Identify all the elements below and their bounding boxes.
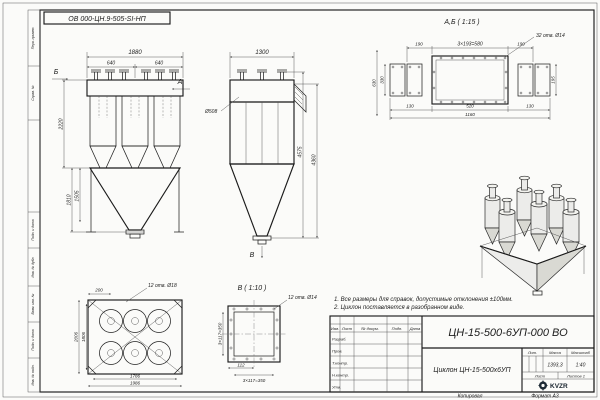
side-view: 1300 Ø508 4575 4360 В	[204, 50, 319, 259]
view-arrow-b-label: Б	[54, 69, 59, 76]
dim-1786: 1786	[130, 374, 141, 379]
dim-190-right: 190	[517, 42, 525, 47]
sheets-label: Листов 1	[566, 374, 585, 379]
col-izm: Изм.	[331, 326, 340, 331]
dim-2006: 2006	[74, 331, 79, 343]
notes: 1. Все размеры для справок, допустимые о…	[333, 297, 513, 311]
part-name: Циклон ЦН-15-500х6УП	[433, 367, 511, 374]
dim-130-left: 130	[406, 104, 414, 109]
top-stamp-box	[43, 11, 171, 25]
section-ab-view: А,Б ( 1:15 ) 190 3×193=580 190	[372, 19, 565, 120]
dim-112: 112	[237, 363, 245, 368]
lit-label: Лит.	[527, 350, 537, 355]
note-line-1: 1. Все размеры для справок, допустимые о…	[334, 297, 513, 303]
view-arrow-a-label: А	[177, 79, 183, 86]
side-manifold	[229, 79, 295, 103]
view-arrow-v-label: В	[250, 252, 255, 259]
margin-label: Взам. инв. №	[31, 293, 35, 314]
logo-text: KVZR	[550, 383, 568, 390]
company-logo: KVZR	[538, 380, 568, 391]
row-tkontr: Т.контр.	[332, 361, 348, 366]
dim-pitch: 3×193=580	[457, 42, 483, 48]
margin-label: Подп. и дата	[31, 219, 35, 240]
flange-pitch-left: 3×117=350	[218, 322, 223, 345]
iso-hopper	[479, 227, 587, 296]
col-data: Дата	[409, 326, 421, 331]
margin-label: Инв. № дубл.	[31, 257, 35, 278]
dim-1810: 1810	[67, 194, 73, 205]
note-line-2: 2. Циклон поставляется в разобранном вид…	[333, 305, 464, 311]
dim-1160: 1160	[465, 112, 475, 117]
bolt-holes	[391, 56, 549, 104]
dim-200: 200	[94, 288, 103, 293]
dim-330: 330	[380, 76, 385, 84]
top-stamp-text: ОВ 000-ЦН.9-505-SI-НП	[68, 16, 146, 23]
bottom-margin: Копировал Формат А3	[458, 394, 559, 400]
section-ab-title: А,Б ( 1:15 )	[443, 19, 479, 26]
margin-label: Перв. примен.	[31, 27, 35, 50]
dim-4575: 4575	[298, 146, 304, 157]
front-exhaust-stubs	[91, 69, 179, 80]
view-v: В ( 1:10 ) 200 12 отв. Ø18 2006 1806 178…	[74, 283, 317, 387]
dim-1806: 1806	[81, 331, 86, 342]
format-label: Формат А3	[531, 394, 559, 400]
dim-d508: Ø508	[204, 109, 217, 115]
copied-label: Копировал	[458, 394, 483, 400]
iso-cyclones-back	[484, 175, 565, 245]
sheet-label: Лист	[534, 374, 546, 379]
dim-195: 195	[551, 76, 556, 84]
dim-1880: 1880	[128, 50, 142, 56]
view-v-plan	[87, 299, 183, 375]
dim-1300: 1300	[255, 50, 269, 56]
dim-130-right: 130	[526, 104, 534, 109]
front-cyclones	[89, 95, 181, 169]
dim-630: 630	[372, 79, 377, 87]
side-hopper	[229, 163, 295, 245]
dim-520: 520	[466, 104, 474, 109]
mass-label: Масса	[549, 350, 562, 355]
doc-code: ЦН-15-500-6УП-000 ВО	[448, 327, 568, 339]
dim-1505: 1505	[75, 190, 81, 201]
dim-2220: 2220	[59, 118, 65, 130]
col-doc: № докум.	[361, 326, 379, 331]
front-manifold	[86, 79, 184, 97]
dim-4360: 4360	[312, 154, 318, 165]
view-v-title: В ( 1:10 )	[238, 285, 267, 292]
flange-pitch-bottom: 3×117=350	[243, 378, 266, 383]
row-nkontr: Н.контр.	[332, 373, 349, 378]
row-prov: Пров.	[332, 349, 343, 354]
section-ab-shapes	[389, 55, 551, 105]
margin-label: Инв. № подл.	[31, 364, 35, 385]
isometric-view	[479, 175, 587, 296]
view-v-flange	[222, 300, 286, 368]
col-podp: Подп.	[392, 326, 403, 331]
row-razrab: Разраб.	[332, 337, 346, 342]
holes-note-32: 32 отв. Ø14	[536, 33, 565, 39]
dim-640-right: 640	[155, 61, 164, 67]
iso-cyclones-front	[498, 189, 580, 260]
scale-value: 1:40	[576, 363, 586, 369]
col-list: Лист	[341, 326, 353, 331]
mass-value: 1393,3	[547, 363, 563, 369]
margin-label: Подп. и дата	[31, 329, 35, 350]
side-inlet-duct	[293, 83, 307, 113]
dim-190-left: 190	[415, 42, 423, 47]
front-view: 1880 640 640 Б А	[52, 50, 190, 239]
title-block: Изм. Лист № докум. Подп. Дата Разраб. Пр…	[329, 315, 595, 393]
side-exhaust-stubs	[237, 69, 287, 80]
row-utv: Утв.	[332, 385, 341, 390]
dim-1986: 1986	[130, 381, 141, 386]
margin-label: Справ. №	[31, 85, 35, 101]
scale-label: Масштаб	[571, 350, 590, 355]
front-hopper	[86, 167, 184, 239]
dim-640-left: 640	[107, 61, 116, 67]
holes-note-18: 12 отв. Ø18	[148, 283, 177, 289]
holes-note-14: 12 отв. Ø14	[288, 295, 317, 301]
